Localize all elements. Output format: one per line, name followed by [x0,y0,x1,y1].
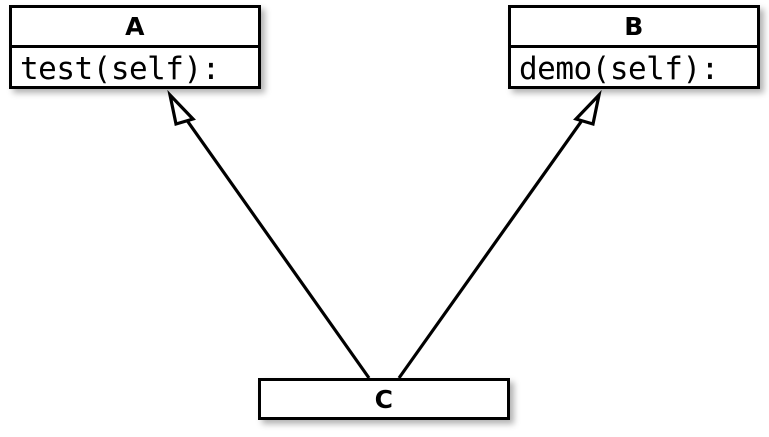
class-a-divider [12,45,258,48]
class-b-divider [511,45,757,48]
hollow-triangle-arrowhead-a [167,89,196,127]
generalization-line-c-to-b [397,118,585,379]
generalization-c-to-a [167,89,371,379]
uml-class-b[interactable]: B demo(self): [508,5,760,89]
generalization-c-to-b [397,89,602,379]
class-a-name: A [125,12,145,41]
uml-class-c[interactable]: C [258,378,510,420]
generalization-line-c-to-a [184,118,371,379]
class-b-name: B [624,12,644,41]
class-a-members: test(self): [20,50,220,87]
class-b-members: demo(self): [519,50,719,87]
uml-class-a[interactable]: A test(self): [9,5,261,89]
hollow-triangle-arrowhead-b [573,89,602,127]
class-c-name: C [374,384,394,414]
